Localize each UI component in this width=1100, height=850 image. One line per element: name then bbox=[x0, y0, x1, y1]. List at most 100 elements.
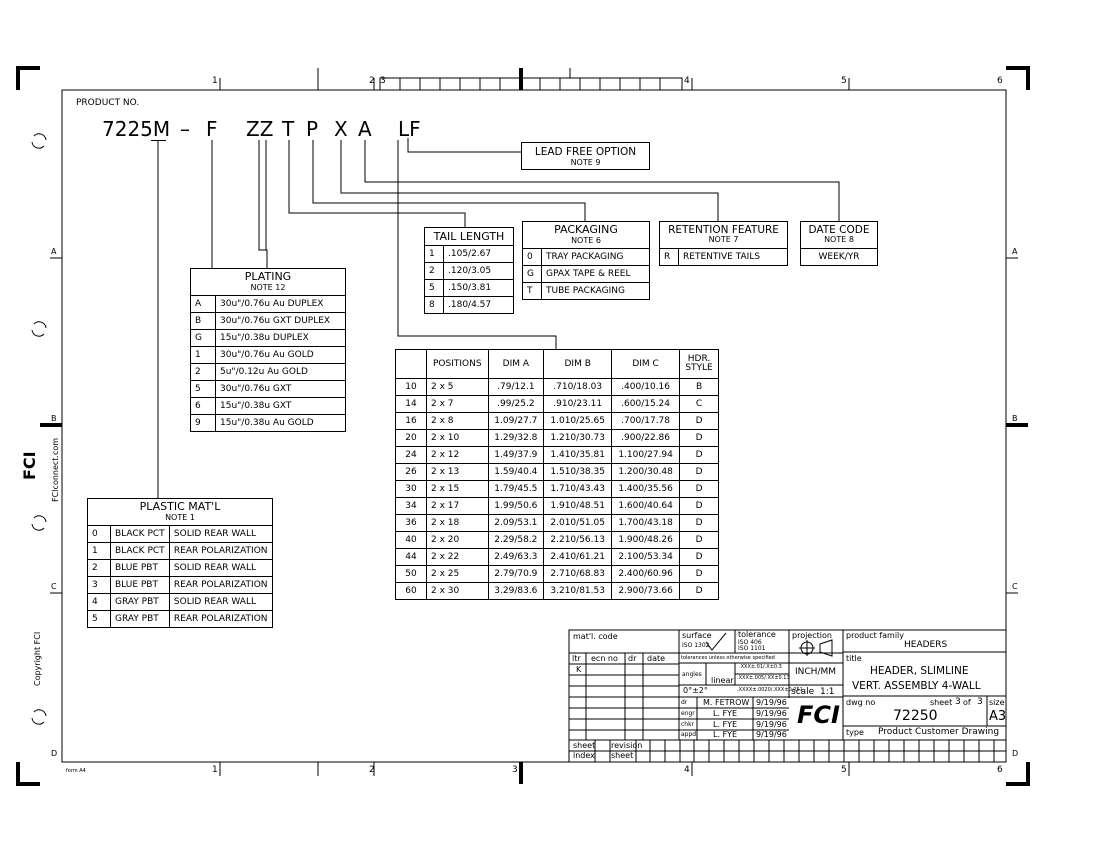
row-positions-count: 20 bbox=[395, 429, 427, 447]
row-dim-b: 1.410/35.81 bbox=[543, 446, 613, 464]
of-label: of bbox=[963, 698, 971, 707]
dim-a-header: DIM A bbox=[487, 349, 545, 379]
dr-col-label: dr bbox=[628, 654, 637, 663]
row-dim-a: 1.49/37.9 bbox=[487, 446, 545, 464]
sheet-total: 3 bbox=[977, 697, 983, 707]
positions-table: POSITIONS DIM A DIM B DIM C HDR.STYLE 10… bbox=[395, 349, 719, 600]
row-dim-a: 2.29/58.2 bbox=[487, 531, 545, 549]
plastic-row-wall: REAR POLARIZATION bbox=[168, 576, 274, 594]
row-layout: 2 x 10 bbox=[426, 429, 489, 447]
row-dim-a: 3.29/83.6 bbox=[487, 582, 545, 600]
linear-label: linear bbox=[711, 676, 734, 685]
date-engr: 9/19/96 bbox=[756, 709, 787, 718]
linear-tol-3: .XXXX±.0020/.XXX±0.051 bbox=[737, 687, 803, 693]
pn-a: A bbox=[358, 117, 372, 141]
hdr-label: HDR. bbox=[687, 353, 711, 364]
ecn-no-label: ecn no bbox=[591, 654, 618, 663]
plastic-row-wall: SOLID REAR WALL bbox=[168, 593, 274, 611]
ltr-label: ltr bbox=[572, 654, 581, 663]
row-dim-c: 1.100/27.94 bbox=[611, 446, 681, 464]
tail-row-value: .150/3.81 bbox=[443, 279, 514, 297]
zone-right-d: D bbox=[1012, 749, 1019, 758]
row-dim-c: 1.200/30.48 bbox=[611, 463, 681, 481]
packaging-row-label: TUBE PACKAGING bbox=[541, 282, 650, 300]
date-drawn: 9/19/96 bbox=[756, 698, 787, 707]
row-dim-a: 1.59/40.4 bbox=[487, 463, 545, 481]
title-line-2: VERT. ASSEMBLY 4-WALL bbox=[852, 680, 981, 692]
retention-note: NOTE 7 bbox=[708, 235, 739, 244]
surface-iso: ISO 1302 bbox=[682, 642, 710, 649]
corner-marks bbox=[16, 66, 1030, 786]
zone-bottom-4: 4 bbox=[684, 765, 690, 775]
fci-logo: FCI bbox=[797, 701, 840, 729]
projection-label: projection bbox=[792, 631, 832, 640]
row-dim-b: 1.210/30.73 bbox=[543, 429, 613, 447]
zone-bottom-3: 3 bbox=[512, 765, 518, 775]
surface-label: surface bbox=[682, 631, 712, 640]
sheet-label-2: sheet bbox=[611, 751, 634, 760]
plastic-row-material: BLACK PCT bbox=[110, 525, 170, 543]
pn-lf: LF bbox=[398, 117, 421, 141]
row-dim-b: 2.010/51.05 bbox=[543, 514, 613, 532]
positions-header-blank bbox=[395, 349, 427, 379]
row-hdr-style: D bbox=[679, 497, 719, 515]
zone-top-4: 4 bbox=[684, 76, 690, 86]
scale-value: 1:1 bbox=[820, 687, 835, 697]
row-dim-b: 1.710/43.43 bbox=[543, 480, 613, 498]
pn-f: F bbox=[206, 117, 218, 141]
form-label: form A4 bbox=[66, 768, 86, 774]
units-value: INCH/MM bbox=[795, 667, 837, 677]
row-dim-b: 1.910/48.51 bbox=[543, 497, 613, 515]
plastic-row-material: BLUE PBT bbox=[110, 559, 170, 577]
plastic-row-wall: REAR POLARIZATION bbox=[168, 610, 274, 628]
size-value: A3 bbox=[989, 709, 1007, 724]
row-hdr-style: D bbox=[679, 412, 719, 430]
engineer: L. FYE bbox=[713, 709, 738, 718]
row-hdr-style: D bbox=[679, 548, 719, 566]
plastic-row-material: BLACK PCT bbox=[110, 542, 170, 560]
row-layout: 2 x 25 bbox=[426, 565, 489, 583]
tol-iso-1101: ISO 1101 bbox=[738, 645, 766, 652]
row-dim-c: 1.700/43.18 bbox=[611, 514, 681, 532]
title-label: title bbox=[846, 654, 862, 663]
hdr-style-header: HDR.STYLE bbox=[679, 349, 719, 379]
row-layout: 2 x 8 bbox=[426, 412, 489, 430]
plastic-note: NOTE 1 bbox=[165, 512, 195, 522]
index-label: index bbox=[573, 751, 595, 760]
row-positions-count: 36 bbox=[395, 514, 427, 532]
plating-row-label: 30u"/0.76u GXT DUPLEX bbox=[215, 312, 346, 330]
positions-header: POSITIONS bbox=[426, 349, 489, 379]
zone-left-b: B bbox=[51, 414, 57, 423]
row-dim-b: .910/23.11 bbox=[543, 395, 613, 413]
plastic-title: PLASTIC MAT'L bbox=[139, 500, 221, 514]
packaging-row-code: G bbox=[522, 265, 542, 283]
pn-underline-m bbox=[151, 140, 166, 141]
tol-iso-406: ISO 406 bbox=[738, 639, 762, 646]
row-positions-count: 26 bbox=[395, 463, 427, 481]
tail-row-code: 2 bbox=[424, 262, 444, 280]
plastic-row-code: 3 bbox=[87, 576, 111, 594]
plating-row-code: 5 bbox=[190, 380, 216, 398]
row-positions-count: 50 bbox=[395, 565, 427, 583]
packaging-row-label: GPAX TAPE & REEL bbox=[541, 265, 650, 283]
packaging-row-code: 0 bbox=[522, 248, 542, 266]
sheet-label: sheet bbox=[930, 698, 953, 707]
linear-tol-1: .XXX±.01/.X±0.3 bbox=[739, 664, 782, 670]
tail-length-table: TAIL LENGTH 1.105/2.67 2.120/3.05 5.150/… bbox=[424, 227, 514, 314]
plating-row-label: 5u"/0.12u Au GOLD bbox=[215, 363, 346, 381]
zone-right-b: B bbox=[1012, 414, 1018, 423]
dr-label: dr bbox=[681, 699, 688, 706]
row-hdr-style: D bbox=[679, 531, 719, 549]
row-layout: 2 x 17 bbox=[426, 497, 489, 515]
tail-row-code: 8 bbox=[424, 296, 444, 314]
row-dim-b: 1.010/25.65 bbox=[543, 412, 613, 430]
dim-c-header: DIM C bbox=[611, 349, 681, 379]
